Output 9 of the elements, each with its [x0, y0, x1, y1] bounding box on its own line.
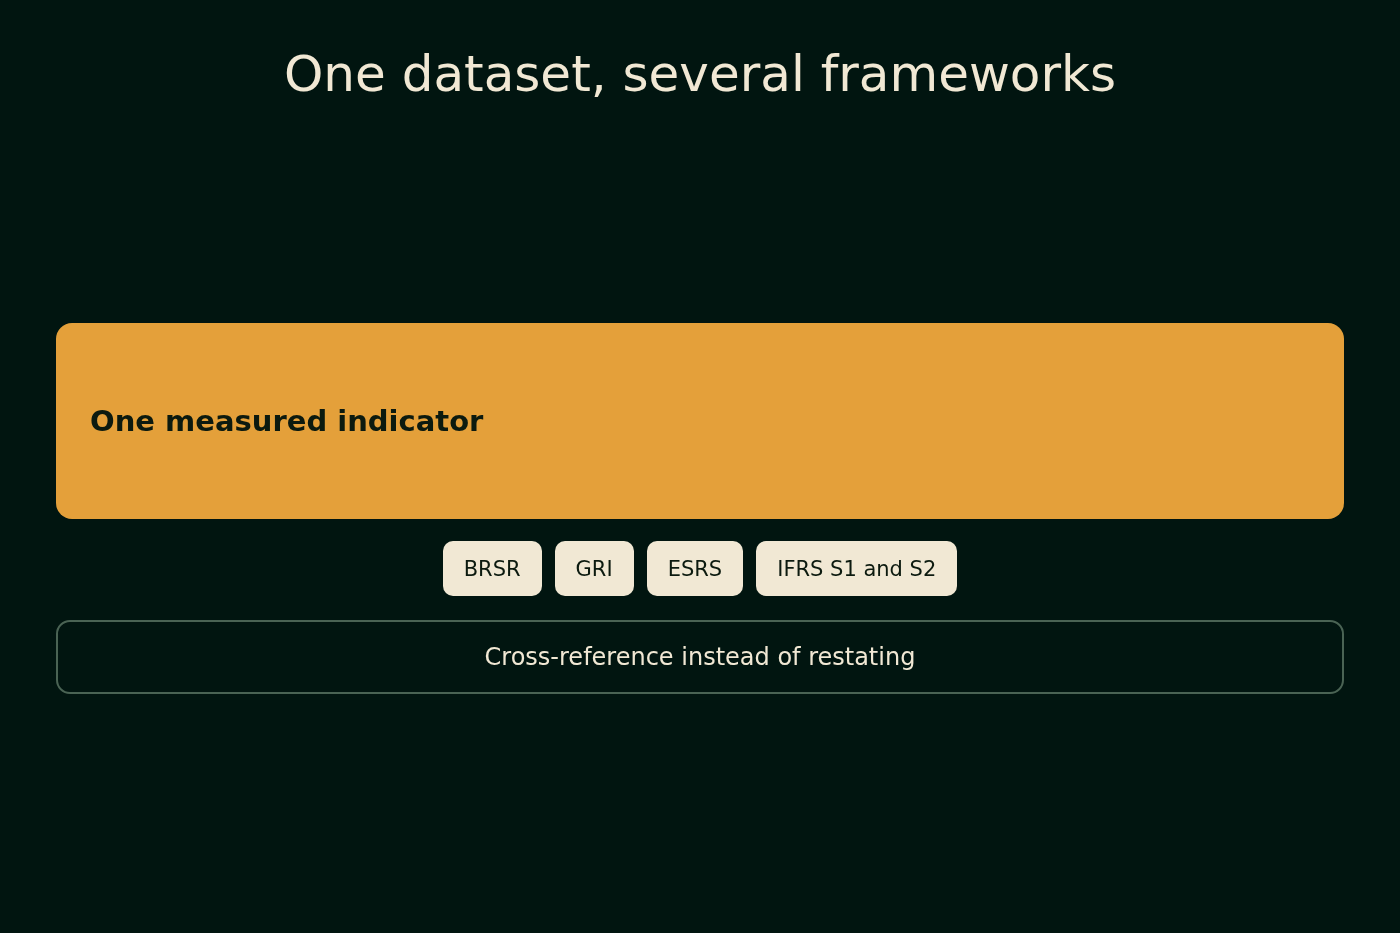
panel-heading: One measured indicator: [90, 404, 484, 438]
framework-tag: ESRS: [646, 541, 744, 596]
note-frame: [56, 620, 1344, 694]
note-text: Cross-reference instead of restating: [484, 643, 916, 671]
framework-tag: GRI: [554, 541, 634, 596]
framework-tag: BRSR: [442, 541, 542, 596]
indicator-panel: [56, 323, 1344, 519]
framework-tag: IFRS S1 and S2: [756, 541, 958, 596]
slide-title: One dataset, several frameworks: [284, 44, 1116, 104]
